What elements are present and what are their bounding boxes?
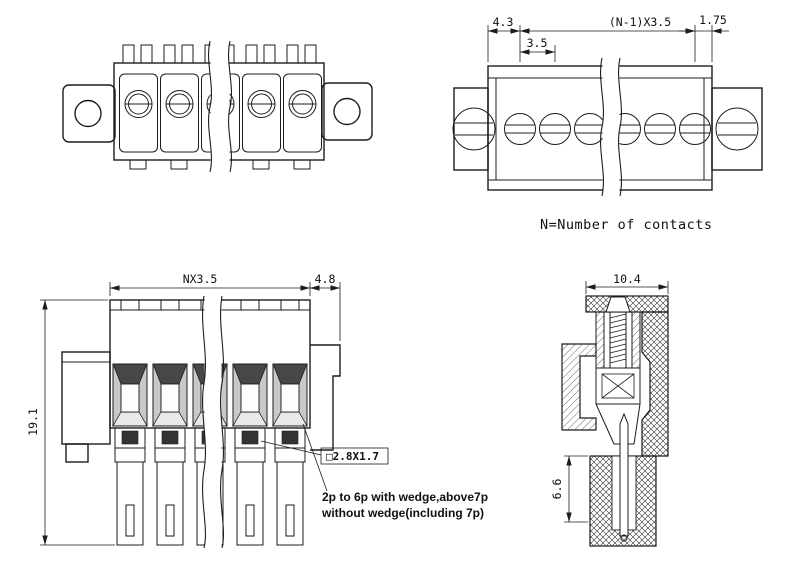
dim-pitch: 3.5	[527, 36, 548, 50]
left-fixing-screw	[452, 107, 496, 151]
contact-pin	[619, 412, 629, 542]
dim-plug-side: 4.8	[315, 272, 336, 286]
dimensions-top-view: 4.3 (N-1)X3.5 3.5 1.75	[487, 13, 729, 62]
view-front-plug: NX3.5 4.8 19.1 □2.8X1.7 2p to 6p with we…	[26, 272, 488, 549]
panel-bracket-section	[561, 343, 597, 431]
wedge-note-line2: without wedge(including 7p)	[321, 506, 484, 520]
contacts-note: N=Number of contacts	[540, 217, 713, 233]
right-wall-section	[641, 311, 669, 457]
dim-side-depth: 6.6	[550, 479, 564, 500]
left-flange-plate	[453, 87, 489, 171]
right-mounting-flange	[321, 82, 373, 141]
pole-1	[112, 299, 148, 546]
wire-clamp-frame	[595, 367, 641, 405]
view-side-section: 10.4 6.6	[550, 272, 669, 547]
square-callout: □2.8X1.7	[260, 440, 389, 465]
dim-contact-span: (N-1)X3.5	[609, 15, 671, 29]
dimensions-front-view: NX3.5 4.8 19.1	[26, 272, 341, 546]
dim-plug-height: 19.1	[26, 408, 40, 436]
funnel-section	[595, 403, 641, 445]
contact-1	[504, 113, 536, 145]
right-fixing-screw	[715, 107, 759, 151]
dim-plug-width: NX3.5	[183, 272, 218, 286]
break-lines	[202, 295, 224, 549]
right-flange-hole	[333, 97, 361, 126]
view-front-flanged-header	[62, 40, 373, 173]
pole-4	[232, 299, 268, 546]
left-side-bracket	[61, 351, 111, 463]
contact-6	[679, 113, 711, 145]
left-foot	[65, 443, 89, 463]
dim-clamp-square: □2.8X1.7	[326, 450, 379, 463]
right-flange-plate	[711, 87, 763, 171]
screw-recess	[605, 296, 631, 313]
dim-last-to-edge: 1.75	[699, 13, 727, 27]
contact-5	[644, 113, 676, 145]
wedge-note: 2p to 6p with wedge,above7p without wedg…	[302, 423, 488, 520]
break-lines	[208, 40, 232, 173]
dimensions-side-view: 10.4 6.6	[550, 272, 669, 523]
inner-wall-section	[631, 311, 641, 369]
break-lines	[600, 57, 622, 198]
right-side-bracket	[310, 344, 341, 451]
contact-2	[539, 113, 571, 145]
dim-edge-to-first-contact: 4.3	[493, 15, 514, 29]
left-wall-section	[595, 311, 605, 369]
header-top-body	[487, 65, 713, 191]
left-flange-hole	[74, 99, 102, 128]
clamp-screw-thread	[609, 312, 627, 368]
view-top-flanged-header: 4.3 (N-1)X3.5 3.5 1.75 N=Number of conta…	[452, 13, 763, 233]
left-mounting-flange	[62, 84, 116, 143]
dim-side-width: 10.4	[613, 272, 641, 286]
wedge-note-line1: 2p to 6p with wedge,above7p	[322, 490, 488, 504]
pole-2	[152, 299, 188, 546]
pole-5	[272, 299, 308, 546]
